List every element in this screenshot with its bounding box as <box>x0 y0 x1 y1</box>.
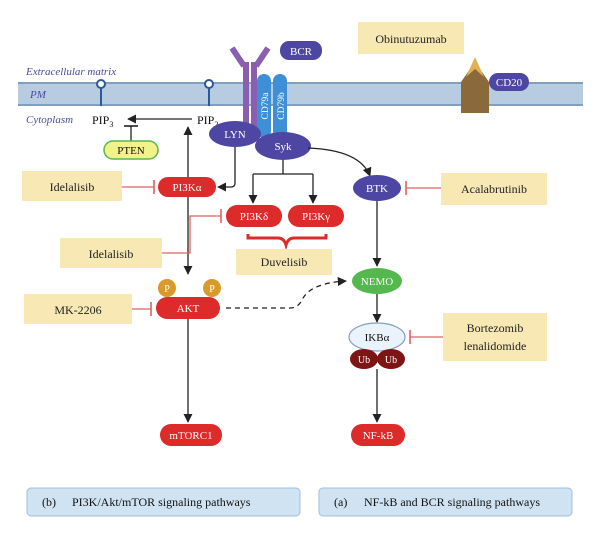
ubiquitin-1 <box>350 349 378 369</box>
legend-nfkb-letter: (a) <box>334 495 347 509</box>
duvelisib-inhibit-bracket <box>246 234 328 251</box>
idelalisib-label-2: Idelalisib <box>89 247 134 261</box>
syk-node <box>255 132 311 160</box>
pi3kd-label: PI3Kδ <box>240 211 268 223</box>
bcr-pill <box>280 41 322 60</box>
idelalisib-box-2 <box>60 238 162 268</box>
bcr-label: BCR <box>290 46 313 58</box>
lyn-label: LYN <box>224 129 246 141</box>
acalabrutinib-label: Acalabrutinib <box>461 182 527 196</box>
btk-node <box>353 175 401 201</box>
legend-pi3k-box <box>26 487 301 517</box>
nfkb-node <box>351 424 405 446</box>
syk-label: Syk <box>274 141 292 153</box>
ubiquitin-label-2: Ub <box>385 355 397 366</box>
akt-label: AKT <box>177 303 200 315</box>
bortezomib-label: Bortezomib <box>467 321 524 335</box>
extracellular-label: Extracellular matrix <box>25 66 116 78</box>
cd20-protein <box>461 62 489 113</box>
mtorc1-label: mTORC1 <box>169 430 212 442</box>
pten-node <box>103 140 159 160</box>
mtorc1-node <box>160 424 222 446</box>
pi3kg-node <box>288 205 344 227</box>
acalabrutinib-box <box>441 173 547 205</box>
mk2206-box <box>24 294 132 324</box>
legend-nfkb-text: NF-kB and BCR signaling pathways <box>364 495 540 509</box>
legend-pi3k-letter: (b) <box>42 495 56 509</box>
phospho-site-1 <box>158 279 176 297</box>
legend-pi3k-text: PI3K/Akt/mTOR signaling pathways <box>72 495 251 509</box>
btk-label: BTK <box>366 183 388 195</box>
mk2206-label: MK-2206 <box>54 303 101 317</box>
cd20-label: CD20 <box>496 77 523 89</box>
obinutuzumab-antibody-icon <box>466 57 484 77</box>
idelalisib-box-1 <box>22 171 122 201</box>
ubiquitin-2 <box>377 349 405 369</box>
cd79b-chain <box>273 74 287 138</box>
phospho-site-2 <box>203 279 221 297</box>
pi3ka-label: PI3Kα <box>173 182 202 194</box>
ikba-node <box>348 322 406 352</box>
pip3-anchor-icon <box>96 79 106 106</box>
obinutuzumab-box <box>358 22 464 54</box>
duvelisib-box <box>236 249 332 275</box>
cd79a-label: CD79a <box>261 92 271 120</box>
pi3kg-label: PI3Kγ <box>302 211 330 223</box>
nemo-label: NEMO <box>361 276 393 288</box>
akt-to-nemo-dashed-arrow <box>226 276 347 309</box>
idelalisib-2-inhibit-line <box>162 215 221 254</box>
lenalidomide-label: lenalidomide <box>464 339 527 353</box>
pten-label: PTEN <box>117 145 145 157</box>
phospho-label-2: P <box>209 284 215 295</box>
akt-node <box>156 297 220 319</box>
bortezomib-lenalidomide-box <box>443 313 547 361</box>
pi3kd-node <box>226 205 282 227</box>
cd79b-label: CD79b <box>277 92 287 120</box>
duvelisib-label: Duvelisib <box>261 255 308 269</box>
pm-label: PM <box>29 89 47 101</box>
syk-to-btk-arrow <box>307 147 372 177</box>
cd20-pill <box>489 73 529 91</box>
obinutuzumab-label: Obinutuzumab <box>375 32 446 46</box>
idelalisib-label-1: Idelalisib <box>50 180 95 194</box>
ubiquitin-label-1: Ub <box>358 355 370 366</box>
pi3ka-node <box>158 177 216 197</box>
lyn-node <box>209 121 261 147</box>
bcr-receptor <box>229 46 271 130</box>
pip2-label: PIP2 <box>197 113 218 129</box>
cytoplasm-label: Cytoplasm <box>26 114 73 126</box>
pip2-anchor-icon <box>204 79 214 106</box>
nemo-node <box>352 268 402 294</box>
legend-nfkb-box <box>318 487 573 517</box>
phospho-label-1: P <box>164 284 170 295</box>
pip3-label: PIP3 <box>92 113 113 129</box>
nfkb-label: NF-kB <box>363 430 394 442</box>
lyn-to-pi3ka-arrow <box>217 147 236 192</box>
cd79a-chain <box>257 74 271 138</box>
ikba-label: IKBα <box>365 332 390 344</box>
